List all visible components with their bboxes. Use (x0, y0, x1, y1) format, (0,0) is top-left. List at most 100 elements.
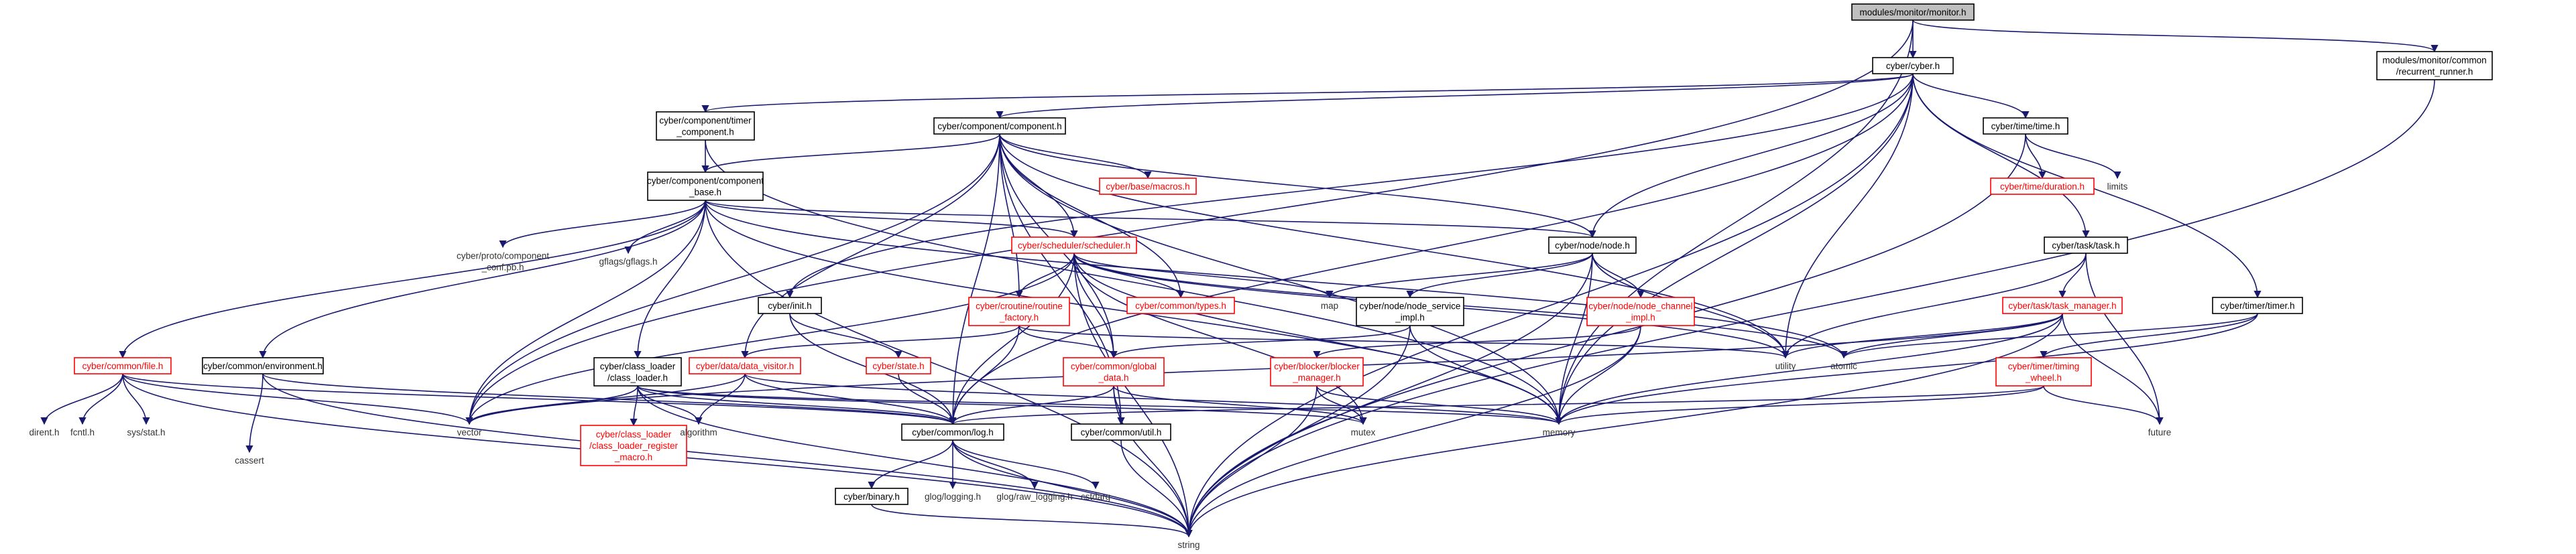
edge-timer_h-to-atomic (1840, 313, 2258, 359)
edge-recurrent-to-string (1185, 79, 2435, 538)
node-cstdarg: cstdarg (1081, 492, 1110, 502)
edge-task_h-to-utility (1781, 253, 2087, 359)
node-scheduler[interactable]: cyber/scheduler/scheduler.h (1011, 236, 1137, 254)
node-label: sys/stat.h (127, 427, 165, 437)
edge-comp_base-to-string (705, 200, 1193, 538)
node-label: _conf.pb.h (481, 263, 524, 273)
dependency-edges (40, 19, 2439, 538)
node-duration[interactable]: cyber/time/duration.h (1990, 178, 2095, 195)
node-label: cyber/state.h (872, 361, 924, 371)
node-cyber-h[interactable]: cyber/cyber.h (1872, 57, 1954, 74)
node-recurrent[interactable]: modules/monitor/common/recurrent_runner.… (2376, 51, 2493, 80)
node-types-h[interactable]: cyber/common/types.h (1126, 297, 1235, 314)
node-label: /recurrent_runner.h (2396, 67, 2473, 77)
node-node-h[interactable]: cyber/node/node.h (1548, 236, 1637, 254)
edge-root-to-vector (465, 19, 1914, 425)
edge-cyber_h-to-time_h (1912, 73, 2030, 119)
node-utility: utility (1775, 361, 1796, 371)
node-sysstat: sys/stat.h (127, 427, 165, 437)
node-file-h[interactable]: cyber/common/file.h (74, 357, 172, 374)
edge-state_h-to-log_h (898, 373, 957, 425)
node-task-h[interactable]: cyber/task/task.h (2044, 236, 2128, 254)
node-glog-raw: glog/raw_logging.h (996, 492, 1072, 502)
edge-component-to-visitor (741, 133, 1000, 359)
edge-blocker-to-mutex (1316, 385, 1367, 425)
node-gflags: gflags/gflags.h (599, 257, 657, 267)
node-box (901, 423, 1004, 441)
node-label: cyber/class_loader (596, 429, 672, 439)
node-label: dirent.h (29, 427, 59, 437)
node-limits: limits (2107, 182, 2128, 192)
edge-task_mgr-to-memory (1555, 313, 2063, 425)
edge-routine-to-utility (1018, 325, 1790, 359)
node-channel[interactable]: cyber/node/node_channel_impl.h (1586, 297, 1695, 326)
node-label: _base.h (689, 188, 721, 198)
node-label: cstdarg (1081, 492, 1110, 502)
edge-task_mgr-to-atomic (1840, 313, 2063, 359)
node-state-h[interactable]: cyber/state.h (866, 357, 931, 374)
node-task-mgr[interactable]: cyber/task/task_manager.h (2002, 297, 2123, 314)
node-timing[interactable]: cyber/timer/timing_wheel.h (1995, 357, 2092, 387)
node-component[interactable]: cyber/component/component.h (933, 117, 1066, 135)
edge-task_mgr-to-future (2062, 313, 2164, 425)
node-timer-h[interactable]: cyber/timer/timer.h (2212, 297, 2303, 314)
edge-comp_base-to-comp_conf (499, 200, 706, 249)
node-service[interactable]: cyber/node/node_service_impl.h (1356, 297, 1464, 326)
node-label: cassert (235, 456, 264, 466)
node-label: cyber/class_loader (600, 362, 676, 372)
edge-blocker-to-string (1185, 385, 1318, 538)
node-box (1063, 357, 1165, 387)
node-blocker[interactable]: cyber/blocker/blocker_manager.h (1270, 357, 1364, 387)
node-label: cyber/croutine/routine (976, 301, 1063, 311)
node-root[interactable]: modules/monitor/monitor.h (1851, 3, 1975, 21)
edge-log_h-to-glog_raw (952, 439, 1039, 490)
node-label: cyber/blocker/blocker (1274, 362, 1360, 372)
edge-file_h-to-sysstat (122, 373, 150, 425)
node-util-h[interactable]: cyber/common/util.h (1071, 423, 1171, 441)
edge-node_h-to-channel (1592, 253, 1645, 299)
edge-timing-to-log_h (949, 385, 2044, 425)
node-label: gflags/gflags.h (599, 257, 657, 267)
node-global[interactable]: cyber/common/global_data.h (1063, 357, 1165, 387)
node-env-h[interactable]: cyber/common/environment.h (202, 357, 324, 374)
edge-cyber_h-to-string (1185, 73, 1914, 538)
node-box (1548, 236, 1637, 254)
node-init-h[interactable]: cyber/init.h (758, 297, 822, 314)
node-label: cyber/data/data_visitor.h (696, 361, 794, 371)
node-label: limits (2107, 182, 2128, 192)
node-label: cyber/component/component.h (937, 121, 1061, 131)
edge-component-to-types_h (999, 133, 1185, 299)
node-label: cyber/init.h (768, 301, 811, 311)
node-comp-conf: cyber/proto/component_conf.pb.h (457, 251, 549, 273)
node-macros[interactable]: cyber/base/macros.h (1099, 178, 1197, 195)
node-time-h[interactable]: cyber/time/time.h (1983, 117, 2068, 135)
node-glog: glog/logging.h (925, 492, 981, 502)
node-box (74, 357, 172, 374)
node-label: _impl.h (1625, 313, 1655, 323)
node-label: modules/monitor/common (2382, 56, 2486, 66)
node-visitor[interactable]: cyber/data/data_visitor.h (689, 357, 801, 374)
node-classloader[interactable]: cyber/class_loader/class_loader.h (593, 357, 682, 387)
edge-cyber_h-to-component (996, 73, 1914, 119)
node-box (933, 117, 1066, 135)
node-binary[interactable]: cyber/binary.h (835, 488, 909, 505)
node-label: _manager.h (1292, 373, 1340, 383)
edge-node_h-to-map (1326, 253, 1593, 299)
node-box (1983, 117, 2068, 135)
node-label: map (1321, 301, 1338, 311)
edge-visitor-to-algorithm (695, 373, 746, 425)
node-box (1270, 357, 1364, 387)
edge-global-to-string (1113, 385, 1193, 538)
node-log-h[interactable]: cyber/common/log.h (901, 423, 1004, 441)
node-routine[interactable]: cyber/croutine/routine_factory.h (968, 297, 1070, 326)
node-cl-register[interactable]: cyber/class_loader/class_loader_register… (580, 425, 687, 466)
edge-cyber_h-to-log_h (949, 73, 1914, 425)
node-timer-comp[interactable]: cyber/component/timer_component.h (656, 111, 755, 141)
node-label: _component.h (676, 127, 734, 137)
node-label: cyber/task/task.h (2052, 240, 2119, 251)
node-comp-base[interactable]: cyber/component/component_base.h (647, 171, 764, 201)
edge-scheduler-to-log_h (949, 253, 1075, 425)
node-label: cyber/common/file.h (82, 361, 164, 371)
node-label: modules/monitor/monitor.h (1859, 7, 1966, 17)
edge-scheduler-to-map (1073, 253, 1334, 299)
